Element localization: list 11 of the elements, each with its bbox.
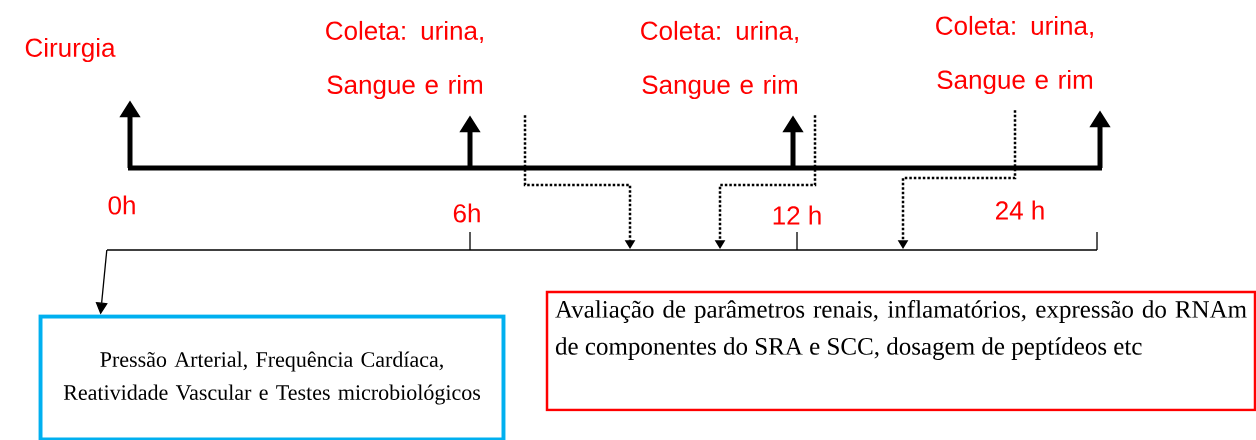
time-label: 24 h — [996, 200, 1044, 220]
time-label: 6h — [453, 203, 480, 223]
time-label: 12 h — [773, 205, 821, 225]
time-label: Coleta: urina, Sangue e rim — [641, 20, 798, 100]
info-box: Avaliação de parâmetros renais, inflamatórios, expressão do RNAm de componentes do SRA e SCC, dosagem de peptídeos etc — [545, 290, 1256, 412]
info-box: Pressão Arterial, Frequência Cardíaca, Reatividade Vascular e Testes microbiológicos — [38, 314, 506, 440]
time-label: Coleta: urina, Sangue e rim — [936, 15, 1093, 95]
time-label: Coleta: urina, Sangue e rim — [326, 20, 483, 100]
timeline-bar — [128, 165, 1102, 171]
time-label: 0h — [108, 195, 135, 215]
time-label: Cirurgia — [25, 37, 116, 63]
